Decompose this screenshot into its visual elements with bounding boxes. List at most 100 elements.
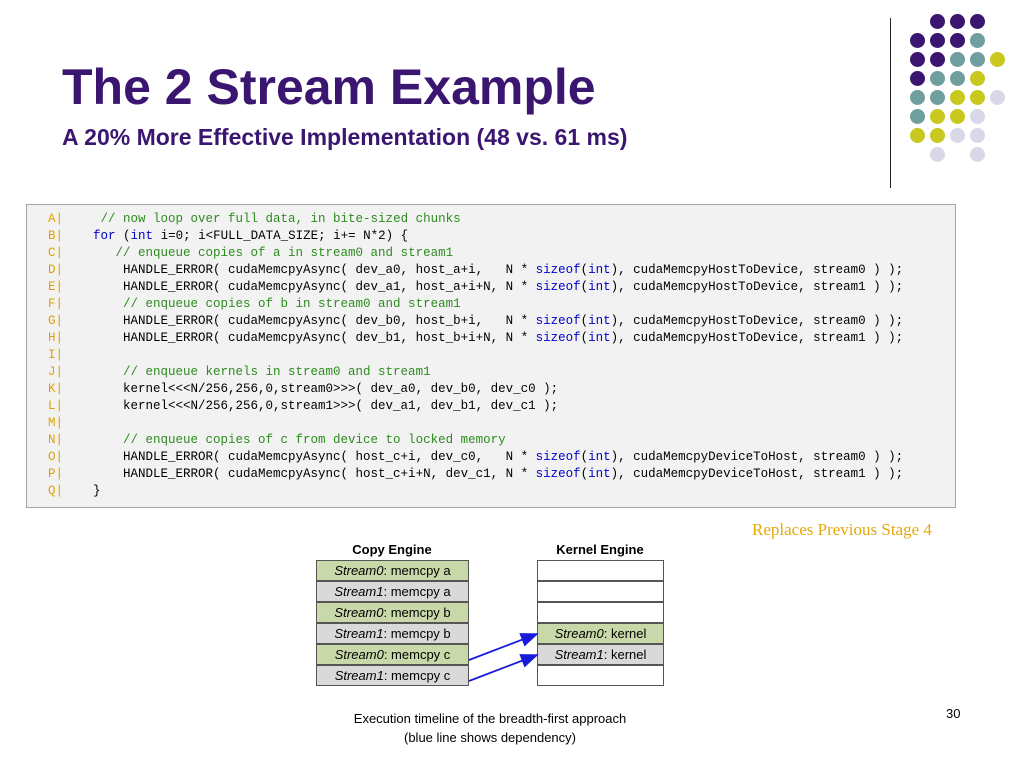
line-label: F| [47, 297, 63, 311]
code-text: HANDLE_ERROR( cudaMemcpyAsync( dev_b1, h… [123, 331, 536, 345]
code-text: kernel<<<N/256,256,0,stream1>>>( dev_a1,… [123, 399, 559, 413]
code-text: ( [580, 280, 589, 294]
copy-engine-cell: Stream0: memcpy a [316, 560, 469, 581]
decorative-dot-pattern [900, 14, 1010, 164]
code-text: ), cudaMemcpyDeviceToHost, stream1 ) ); [610, 467, 904, 481]
code-line: Q| } [27, 483, 955, 500]
line-label: P| [47, 467, 63, 481]
code-keyword: int [588, 450, 611, 464]
operation-label: : memcpy b [383, 605, 451, 620]
operation-label: : kernel [603, 647, 647, 662]
line-label: G| [47, 314, 63, 328]
line-label: B| [47, 229, 63, 243]
replaces-note: Replaces Previous Stage 4 [752, 520, 932, 539]
code-keyword: int [588, 467, 611, 481]
code-text: HANDLE_ERROR( cudaMemcpyAsync( dev_a0, h… [123, 263, 536, 277]
decorative-dot [970, 90, 985, 105]
line-label: I| [47, 348, 63, 362]
code-text: ( [580, 467, 589, 481]
kernel-engine-cell [537, 581, 664, 602]
code-text: ( [115, 229, 131, 243]
code-keyword: sizeof [535, 280, 581, 294]
copy-engine-header: Copy Engine [352, 542, 432, 557]
code-text: ( [580, 314, 589, 328]
decorative-dot [950, 14, 965, 29]
code-line: H| HANDLE_ERROR( cudaMemcpyAsync( dev_b1… [27, 330, 955, 347]
code-line: K| kernel<<<N/256,256,0,stream0>>>( dev_… [27, 381, 955, 398]
code-keyword: sizeof [535, 331, 581, 345]
code-text: ), cudaMemcpyDeviceToHost, stream0 ) ); [610, 450, 904, 464]
code-line: F| // enqueue copies of b in stream0 and… [27, 296, 955, 313]
code-listing: A| // now loop over full data, in bite-s… [26, 204, 956, 508]
operation-label: : memcpy a [383, 584, 451, 599]
kernel-engine-cell: Stream0: kernel [537, 623, 664, 644]
code-text: ( [580, 450, 589, 464]
decorative-dot [930, 128, 945, 143]
code-comment: // enqueue copies of a in stream0 and st… [115, 246, 454, 260]
decorative-dot [950, 90, 965, 105]
decorative-dot [990, 52, 1005, 67]
kernel-engine-header: Kernel Engine [556, 542, 644, 557]
code-keyword: sizeof [535, 263, 581, 277]
divider-line [890, 18, 891, 188]
decorative-dot [910, 109, 925, 124]
line-label: K| [47, 382, 63, 396]
code-line: I| [27, 347, 955, 364]
kernel-engine-cell [537, 665, 664, 686]
code-keyword: int [588, 314, 611, 328]
line-label: N| [47, 433, 63, 447]
kernel-engine-cell [537, 602, 664, 623]
dependency-arrow-stream0 [468, 633, 539, 661]
decorative-dot [990, 90, 1005, 105]
line-label: Q| [47, 484, 63, 498]
code-line: L| kernel<<<N/256,256,0,stream1>>>( dev_… [27, 398, 955, 415]
code-text: HANDLE_ERROR( cudaMemcpyAsync( dev_b0, h… [123, 314, 536, 328]
line-label: J| [47, 365, 63, 379]
copy-engine-cell: Stream1: memcpy c [316, 665, 469, 686]
decorative-dot [930, 52, 945, 67]
line-label: L| [47, 399, 63, 413]
code-line: M| [27, 415, 955, 432]
code-keyword: int [130, 229, 154, 243]
kernel-engine-cell: Stream1: kernel [537, 644, 664, 665]
code-text: i=0; i<FULL_DATA_SIZE; i+= N*2) { [153, 229, 409, 243]
code-text: HANDLE_ERROR( cudaMemcpyAsync( host_c+i+… [123, 467, 536, 481]
stream-name: Stream0 [334, 605, 384, 620]
code-line: D| HANDLE_ERROR( cudaMemcpyAsync( dev_a0… [27, 262, 955, 279]
line-label: E| [47, 280, 63, 294]
caption-line-2: (blue line shows dependency) [404, 730, 576, 745]
slide-title: The 2 Stream Example [62, 59, 596, 115]
code-comment: // enqueue copies of b in stream0 and st… [123, 297, 461, 311]
decorative-dot [910, 33, 925, 48]
code-text: ( [580, 263, 589, 277]
stream-name: Stream1 [334, 584, 384, 599]
line-label: H| [47, 331, 63, 345]
code-line: B| for (int i=0; i<FULL_DATA_SIZE; i+= N… [27, 228, 955, 245]
copy-engine-cell: Stream0: memcpy c [316, 644, 469, 665]
code-line: C| // enqueue copies of a in stream0 and… [27, 245, 955, 262]
decorative-dot [950, 52, 965, 67]
decorative-dot [930, 90, 945, 105]
code-text: ), cudaMemcpyHostToDevice, stream0 ) ); [610, 263, 904, 277]
slide-subtitle: A 20% More Effective Implementation (48 … [62, 124, 628, 150]
stream-name: Stream1 [554, 647, 604, 662]
decorative-dot [910, 71, 925, 86]
operation-label: : memcpy a [383, 563, 451, 578]
copy-engine-cell: Stream1: memcpy b [316, 623, 469, 644]
operation-label: : memcpy c [383, 647, 451, 662]
code-keyword: for [93, 229, 116, 243]
caption-line-1: Execution timeline of the breadth-first … [353, 711, 627, 726]
stream-name: Stream0 [334, 647, 384, 662]
decorative-dot [970, 33, 985, 48]
operation-label: : kernel [603, 626, 647, 641]
code-line: G| HANDLE_ERROR( cudaMemcpyAsync( dev_b0… [27, 313, 955, 330]
decorative-dot [930, 71, 945, 86]
copy-engine-cell: Stream1: memcpy a [316, 581, 469, 602]
code-line: N| // enqueue copies of c from device to… [27, 432, 955, 449]
line-label: A| [47, 212, 63, 226]
code-line: J| // enqueue kernels in stream0 and str… [27, 364, 955, 381]
code-line: A| // now loop over full data, in bite-s… [27, 211, 955, 228]
line-label: D| [47, 263, 63, 277]
code-keyword: sizeof [535, 450, 581, 464]
code-line: O| HANDLE_ERROR( cudaMemcpyAsync( host_c… [27, 449, 955, 466]
